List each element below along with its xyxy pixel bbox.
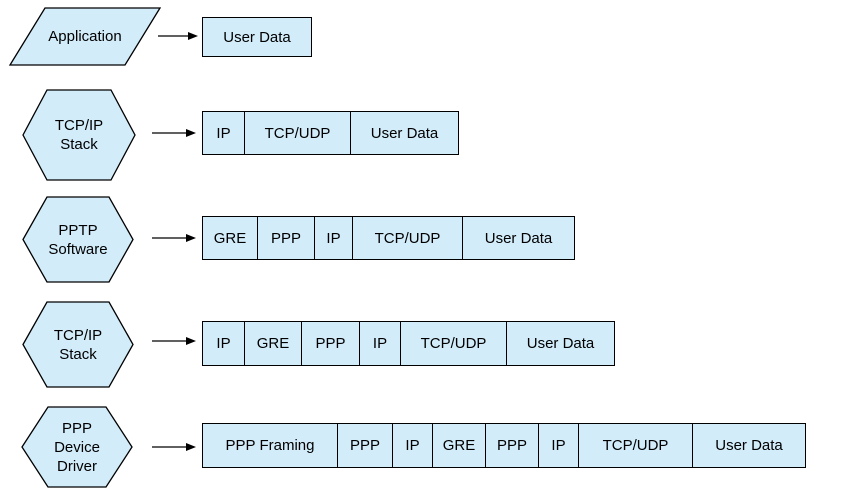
parallelogram-outline [8,7,162,66]
packet-cell: IP [314,216,353,260]
packet-cell: TCP/UDP [578,423,693,468]
hexagon-outline [22,89,136,181]
stage-label-line: Application [48,28,122,45]
packet-cell: User Data [692,423,806,468]
packet-cell: IP [359,321,401,366]
stage-label-line: PPTP [58,221,98,239]
arrow-right-icon [152,231,198,249]
packet-cell: IP [538,423,579,468]
packet-cell: User Data [462,216,575,260]
packet-cell: PPP [337,423,393,468]
packet-cell: IP [392,423,433,468]
stage-shape-parallelogram: Application [8,7,162,66]
stage-label-line: Stack [60,136,98,153]
packet-cell: IP [202,111,245,155]
arrow-right-icon [152,334,198,352]
packet-cell: User Data [350,111,459,155]
stage-label-line: Device [54,438,100,456]
hexagon-outline [22,301,134,388]
stage-label-line: TCP/IP [53,326,103,344]
packet-cell: GRE [244,321,302,366]
packet-cell: TCP/UDP [352,216,463,260]
packet-cell: GRE [432,423,486,468]
packet-cell: GRE [202,216,258,260]
stage-label: Application [10,8,160,65]
packet-cell: IP [202,321,245,366]
packet-cell: PPP Framing [202,423,338,468]
packet-cell: PPP [301,321,360,366]
packet-cell: PPP [485,423,539,468]
arrow-right-icon [152,440,198,458]
stage-label-line: TCP/IP [54,117,104,134]
arrow-right-icon [158,29,200,47]
packet-cell: User Data [202,17,312,57]
stage-label-line: Driver [57,457,97,475]
packet-cell: User Data [506,321,615,366]
packet-boxes: User Data [202,17,312,57]
stage-label-line: PPP [61,419,92,437]
packet-cell: TCP/UDP [244,111,351,155]
hexagon-outline [22,196,134,283]
hexagon-outline [21,406,133,488]
stage-shape-hexagon: TCP/IP Stack [22,89,136,181]
stage-label-line: Software [48,240,108,258]
stage-label: TCP/IP Stack [23,90,135,180]
packet-cell: PPP [257,216,315,260]
packet-cell: TCP/UDP [400,321,507,366]
arrow-right-icon [152,126,198,144]
stage-label-line: Stack [59,345,97,363]
